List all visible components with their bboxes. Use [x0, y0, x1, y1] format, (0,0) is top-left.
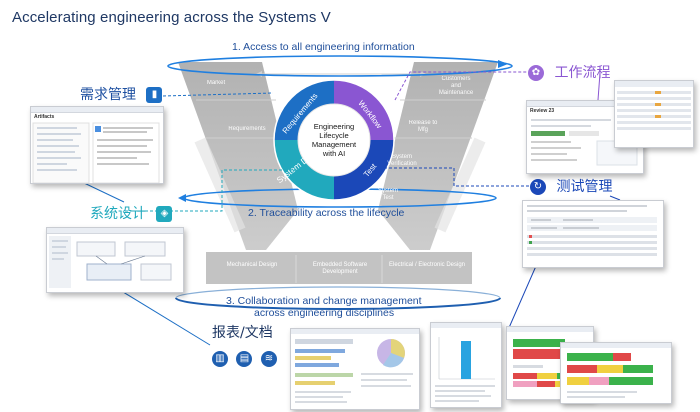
callout-reports-docs-label: 报表/文档	[212, 325, 273, 341]
system-design-content	[49, 236, 181, 288]
ring-top	[167, 55, 513, 77]
report-2-content	[431, 323, 501, 402]
discipline-software: Embedded Software Development	[312, 262, 368, 275]
donut-test	[334, 140, 394, 200]
v-label-system-test: System Test	[377, 188, 398, 201]
stack-icon: ≋	[260, 351, 277, 367]
connector-requirements	[162, 92, 274, 97]
donut-requirements	[274, 80, 334, 140]
cube-icon: ◈	[156, 205, 173, 222]
center-line-1: Engineering	[313, 122, 355, 131]
screenshot-review-title: Review 23	[530, 108, 555, 114]
v-label-requirements: Requirements	[228, 126, 266, 132]
v-bottom	[206, 252, 472, 284]
step-3-label-line1: 3. Collaboration and change management	[226, 295, 422, 307]
lifecycle-donut: Requirements Workflow System Design Test	[273, 79, 395, 201]
test-icon: ↻	[530, 178, 546, 195]
donut-system-design	[274, 140, 334, 200]
donut-workflow	[334, 80, 394, 140]
callout-reports-docs[interactable]: 报表/文档 ▥ ▤ ≋	[212, 322, 277, 367]
v-left-arm	[178, 62, 298, 250]
document-icon: ▤	[236, 351, 253, 367]
step-2-label: 2. Traceability across the lifecycle	[248, 207, 405, 219]
callout-requirements-mgmt-label: 需求管理	[80, 87, 136, 103]
callout-system-design-label: 系统设计	[90, 206, 146, 222]
center-line-2: Lifecycle	[319, 131, 349, 140]
page-title: Accelerating engineering across the Syst…	[12, 9, 331, 26]
connector-workflow	[394, 71, 528, 101]
screenshot-report-1[interactable]	[290, 328, 420, 410]
center-line-4: with AI	[322, 149, 346, 158]
workflow-grid-content	[615, 81, 693, 130]
chart-icon: ▥	[212, 351, 228, 367]
test-mgmt-content	[527, 205, 657, 256]
screenshot-artifacts[interactable]: Artifacts	[30, 106, 164, 184]
discipline-mechanical: Mechanical Design	[226, 262, 278, 268]
workflow-icon: ✿	[528, 64, 544, 81]
requirements-icon: ▮	[146, 86, 163, 103]
discipline-electrical: Electrical / Electronic Design	[388, 262, 466, 268]
v-label-release: Release to Mfg	[408, 120, 438, 133]
connector-test	[384, 167, 530, 187]
callout-workflow[interactable]: ✿ 工作流程	[528, 62, 610, 82]
screenshot-report-4[interactable]	[560, 342, 672, 404]
v-label-system-verification: System Verification	[387, 154, 417, 167]
donut-center-label: Engineering Lifecycle Management with AI	[302, 122, 366, 158]
v-right-arm	[378, 62, 498, 250]
screenshot-test-mgmt[interactable]	[522, 200, 664, 268]
report-4-content	[561, 343, 671, 398]
screenshot-workflow-grid[interactable]	[614, 80, 694, 148]
connector-system-design	[125, 169, 300, 212]
step-1-label: 1. Access to all engineering information	[232, 41, 415, 53]
callout-workflow-label: 工作流程	[554, 65, 611, 81]
screenshot-report-2[interactable]	[430, 322, 502, 408]
center-line-3: Management	[311, 140, 357, 149]
v-label-customers: Customers and Maintenance	[438, 76, 474, 96]
screenshot-system-design[interactable]	[46, 227, 184, 293]
screenshot-artifacts-title: Artifacts	[34, 114, 55, 120]
report-1-content	[291, 329, 419, 403]
callout-system-design[interactable]: 系统设计 ◈	[90, 203, 173, 223]
step-3-label-line2: across engineering disciplines	[254, 307, 395, 319]
artifacts-rows	[32, 122, 160, 183]
callout-test-mgmt-label: 测试管理	[556, 179, 613, 195]
callout-test-mgmt[interactable]: ↻ 测试管理	[530, 176, 612, 196]
callout-requirements-mgmt[interactable]: 需求管理 ▮	[80, 84, 163, 104]
v-label-market: Market	[206, 80, 226, 86]
